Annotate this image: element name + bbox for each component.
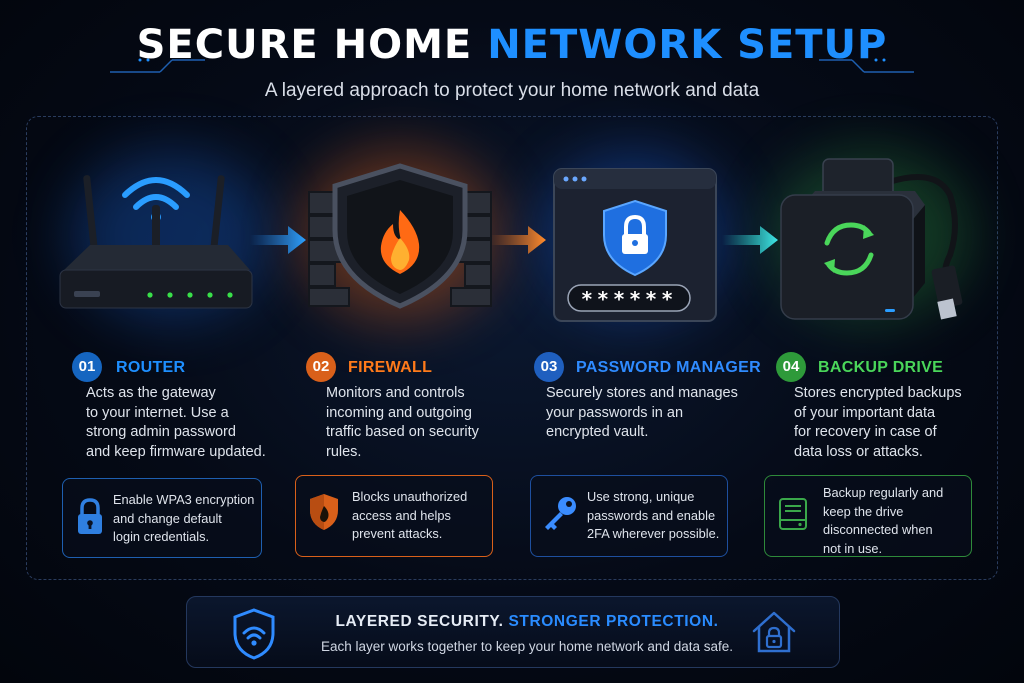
page-title: SECURE HOME NETWORK SETUP bbox=[0, 22, 1024, 68]
banner-headline-accent: STRONGER PROTECTION. bbox=[508, 613, 719, 630]
step-name-firewall: FIREWALL bbox=[348, 359, 433, 376]
step-name-router: ROUTER bbox=[116, 359, 186, 376]
key-icon bbox=[545, 497, 576, 530]
router-icon bbox=[59, 175, 253, 309]
step-number-firewall: 02 bbox=[306, 352, 336, 382]
padlock-icon bbox=[78, 498, 102, 534]
banner-headline-main: LAYERED SECURITY. bbox=[335, 613, 504, 630]
arrow-vault-drive bbox=[722, 226, 778, 254]
wifi-shield-icon bbox=[233, 608, 275, 660]
password-vault-icon: ****** bbox=[553, 168, 717, 322]
firewall-shield-icon bbox=[308, 163, 492, 309]
title-decoration-left bbox=[110, 58, 205, 73]
banner-headline: LAYERED SECURITY. STRONGER PROTECTION. bbox=[297, 613, 757, 631]
banner-subline: Each layer works together to keep your h… bbox=[321, 639, 733, 654]
arrow-router-firewall bbox=[250, 226, 306, 254]
backup-drive-icon bbox=[780, 158, 963, 320]
summary-banner: LAYERED SECURITY. STRONGER PROTECTION. E… bbox=[186, 596, 840, 668]
password-mask: ****** bbox=[581, 287, 677, 311]
step-name-password-manager: PASSWORD MANAGER bbox=[576, 359, 761, 376]
title-decoration-right bbox=[819, 58, 914, 73]
step-name-backup-drive: BACKUP DRIVE bbox=[818, 359, 944, 376]
title-accent: NETWORK SETUP bbox=[487, 22, 888, 68]
steps-frame bbox=[26, 116, 998, 580]
drive-icon bbox=[779, 498, 807, 530]
page-subtitle: A layered approach to protect your home … bbox=[264, 80, 760, 101]
home-lock-icon bbox=[752, 611, 796, 653]
step-number-backup-drive: 04 bbox=[776, 352, 806, 382]
shield-icon bbox=[310, 494, 338, 530]
arrow-firewall-vault bbox=[490, 226, 546, 254]
title-main: SECURE HOME bbox=[136, 22, 473, 68]
step-number-password-manager: 03 bbox=[534, 352, 564, 382]
step-number-router: 01 bbox=[72, 352, 102, 382]
